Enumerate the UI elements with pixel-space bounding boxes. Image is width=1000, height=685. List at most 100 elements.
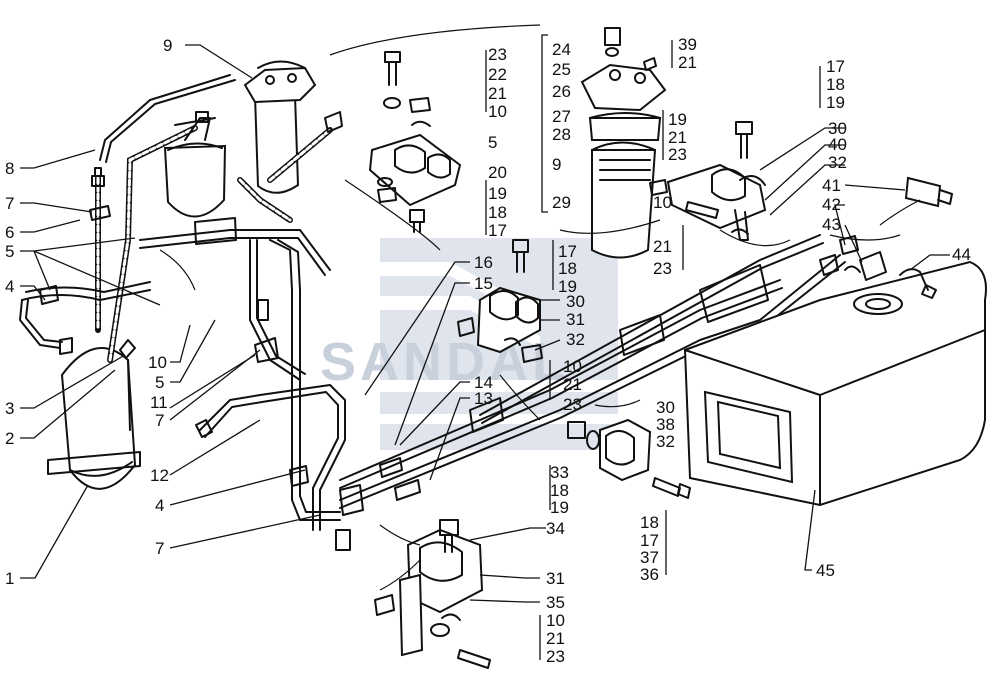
part-9-filter-head <box>243 60 317 194</box>
part-30-32-clamp-center <box>457 286 543 363</box>
label-3: 3 <box>5 399 14 418</box>
label-21: 21 <box>563 375 582 394</box>
label-32: 32 <box>656 432 675 451</box>
part-45-fuel-tank <box>683 260 987 507</box>
part-1-accumulator <box>47 347 141 490</box>
label-42: 42 <box>822 195 841 214</box>
fuel-filter-left <box>163 111 227 218</box>
label-8: 8 <box>5 159 14 178</box>
label-23: 23 <box>653 259 672 278</box>
label-9: 9 <box>163 36 172 55</box>
label-6: 6 <box>5 223 14 242</box>
label-41: 41 <box>822 176 841 195</box>
label-29: 29 <box>552 193 571 212</box>
label-21: 21 <box>653 237 672 256</box>
label-18: 18 <box>558 259 577 278</box>
label-30: 30 <box>566 292 585 311</box>
label-7: 7 <box>5 194 14 213</box>
label-19: 19 <box>558 277 577 296</box>
label-12: 12 <box>150 466 169 485</box>
part-30-38-32-clamp-lower <box>567 418 691 499</box>
label-27: 27 <box>552 107 571 126</box>
label-39: 39 <box>678 35 697 54</box>
part-30-32-clamp-right <box>649 163 767 241</box>
left-hoses <box>19 74 236 363</box>
leader-lines <box>20 44 950 603</box>
part-42-43-fitting <box>839 235 887 281</box>
label-26: 26 <box>552 82 571 101</box>
label-19: 19 <box>826 93 845 112</box>
label-17: 17 <box>640 531 659 550</box>
label-10: 10 <box>563 357 582 376</box>
label-38: 38 <box>656 415 675 434</box>
label-32: 32 <box>828 153 847 172</box>
label-7: 7 <box>155 411 164 430</box>
part-5-20-clamp <box>368 133 462 233</box>
label-21: 21 <box>546 629 565 648</box>
label-17: 17 <box>488 221 507 240</box>
watermark-text: SANDAL <box>320 332 569 392</box>
label-33: 33 <box>550 463 569 482</box>
label-5: 5 <box>488 133 497 152</box>
label-23: 23 <box>668 145 687 164</box>
label-17: 17 <box>826 57 845 76</box>
label-20: 20 <box>488 163 507 182</box>
label-23: 23 <box>488 45 507 64</box>
label-31: 31 <box>546 569 565 588</box>
label-37: 37 <box>640 548 659 567</box>
label-31: 31 <box>566 310 585 329</box>
part-41-sender <box>904 176 953 208</box>
label-14: 14 <box>474 373 493 392</box>
label-21: 21 <box>668 128 687 147</box>
label-35: 35 <box>546 593 565 612</box>
label-25: 25 <box>552 60 571 79</box>
label-18: 18 <box>826 75 845 94</box>
label-28: 28 <box>552 125 571 144</box>
part-17-19-bolt-right <box>735 121 753 159</box>
label-10: 10 <box>546 611 565 630</box>
label-18: 18 <box>640 513 659 532</box>
label-16: 16 <box>474 253 493 272</box>
label-10: 10 <box>488 102 507 121</box>
label-18: 18 <box>488 203 507 222</box>
part-17-19-bolt <box>512 239 529 273</box>
label-5: 5 <box>5 242 14 261</box>
label-23: 23 <box>546 647 565 666</box>
label-21: 21 <box>488 84 507 103</box>
label-10: 10 <box>148 353 167 372</box>
group-brackets <box>485 34 821 660</box>
label-22: 22 <box>488 65 507 84</box>
label-34: 34 <box>546 519 565 538</box>
label-19: 19 <box>488 184 507 203</box>
label-32: 32 <box>566 330 585 349</box>
label-1: 1 <box>5 569 14 588</box>
part-24-29-filter <box>580 27 667 259</box>
part-10-23-bolt-stack <box>383 51 431 127</box>
context-curves <box>159 24 921 591</box>
label-43: 43 <box>822 215 841 234</box>
center-pipes <box>139 111 364 551</box>
label-30: 30 <box>828 119 847 138</box>
label-19: 19 <box>550 498 569 517</box>
label-10: 10 <box>653 193 672 212</box>
label-9: 9 <box>552 155 561 174</box>
label-23: 23 <box>563 395 582 414</box>
label-44: 44 <box>952 245 971 264</box>
label-11: 11 <box>150 393 168 412</box>
label-4: 4 <box>155 496 164 515</box>
label-36: 36 <box>640 565 659 584</box>
part-labels: 1 2 3 4 5 6 7 8 9 10 5 11 7 12 4 7 23 22… <box>5 35 971 666</box>
label-40: 40 <box>828 135 847 154</box>
label-30: 30 <box>656 398 675 417</box>
label-5: 5 <box>155 373 164 392</box>
label-4: 4 <box>5 277 14 296</box>
label-7: 7 <box>155 539 164 558</box>
label-45: 45 <box>816 561 835 580</box>
part-31-35-bracket <box>374 519 491 669</box>
label-21: 21 <box>678 53 697 72</box>
label-18: 18 <box>550 481 569 500</box>
label-2: 2 <box>5 429 14 448</box>
label-24: 24 <box>552 40 571 59</box>
label-15: 15 <box>474 274 493 293</box>
